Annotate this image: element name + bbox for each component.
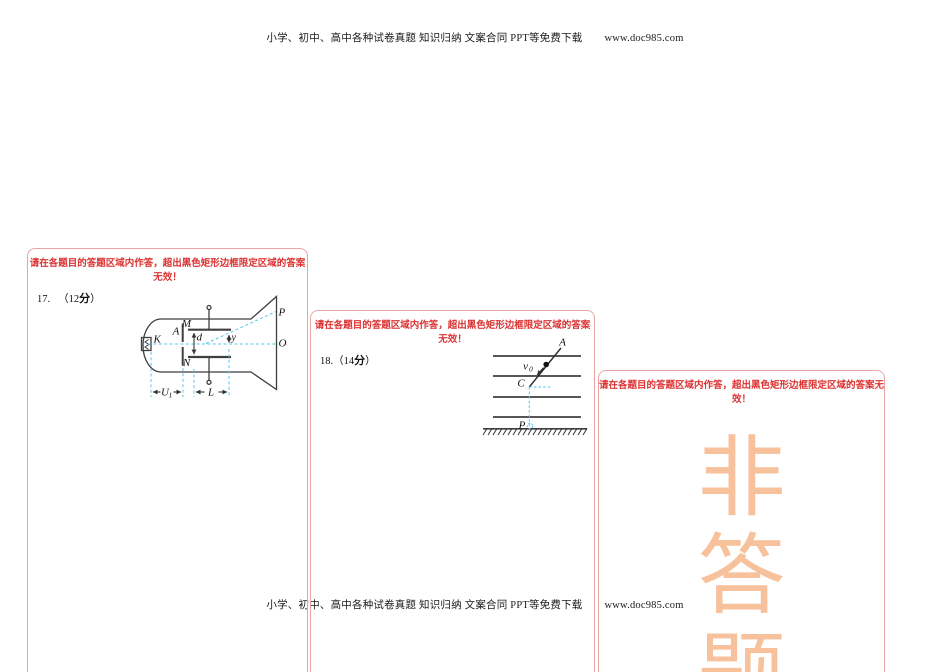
ground-hatching xyxy=(482,428,588,436)
label-N: N xyxy=(182,357,191,369)
question-18-number: 18. xyxy=(320,356,334,367)
label-U-subscript: 1 xyxy=(169,391,173,400)
particle-dot xyxy=(543,361,549,368)
question-18-score-unit: 分 xyxy=(354,355,366,367)
label-K: K xyxy=(153,334,162,346)
question-17-label: 17. （12分） xyxy=(37,290,307,306)
question-18-score-open: （14 xyxy=(333,356,355,367)
label-y: y xyxy=(231,333,237,344)
projectile-field-diagram: A v 0 C P xyxy=(482,337,588,436)
question-17-score-open: （12 xyxy=(58,294,80,305)
answer-area-warning: 请在各题目的答题区域内作答，超出黑色矩形边框限定区域的答案无效！ xyxy=(29,259,306,283)
question-18-score-close: ） xyxy=(365,356,376,367)
watermark-char-1: 非 xyxy=(697,431,786,528)
tube-outline xyxy=(140,295,278,391)
deflected-beam-dashed xyxy=(205,311,277,344)
top-terminal xyxy=(206,304,212,311)
answer-box-q18: 请在各题目的答题区域内作答，超出黑色矩形边框限定区域的答案无效！ 18.（14分… xyxy=(310,310,595,672)
label-P: P xyxy=(278,307,286,319)
dashed-guides xyxy=(148,311,278,397)
label-v: v xyxy=(523,361,528,373)
question-17-number: 17. xyxy=(37,294,51,305)
watermark-char-3: 题 xyxy=(599,627,884,672)
field-layer-lines xyxy=(483,355,587,430)
non-answer-watermark: 非 答 题 xyxy=(599,431,884,672)
header-site-text: 小学、初中、高中各种试卷真题 知识归纳 文案合同 PPT等免费下载 xyxy=(266,33,583,44)
label-d: d xyxy=(197,332,203,344)
answer-box-extra: 请在各题目的答题区域内作答，超出黑色矩形边框限定区域的答案无效！ 非 答 题 xyxy=(598,370,885,672)
label-O: O xyxy=(279,338,287,350)
watermark-char-2: 答 xyxy=(697,529,786,626)
label-v-subscript: 0 xyxy=(529,365,533,374)
footer-site-text: 小学、初中、高中各种试卷真题 知识归纳 文案合同 PPT等免费下载 xyxy=(266,600,583,611)
label-L: L xyxy=(207,387,214,399)
crt-tube-diagram: K A M N d y P O U 1 L xyxy=(140,295,287,400)
question-18-label: 18.（14分） xyxy=(320,352,594,368)
label-U: U xyxy=(161,387,170,399)
header-site-url: www.doc985.com xyxy=(604,33,684,44)
footer-watermark: 小学、初中、高中各种试卷真题 知识归纳 文案合同 PPT等免费下载 www.doc… xyxy=(0,597,950,612)
answer-box-q17: 请在各题目的答题区域内作答，超出黑色矩形边框限定区域的答案无效！ 17. （12分… xyxy=(27,248,308,672)
question-17-score-unit: 分 xyxy=(79,293,91,305)
landing-point-circle xyxy=(526,422,534,430)
dimension-arrows xyxy=(152,332,232,395)
bottom-terminal xyxy=(206,379,212,385)
label-A: A xyxy=(172,326,180,338)
label-P: P xyxy=(518,420,526,432)
header-watermark: 小学、初中、高中各种试卷真题 知识归纳 文案合同 PPT等免费下载 www.doc… xyxy=(0,30,950,45)
answer-area-warning: 请在各题目的答题区域内作答，超出黑色矩形边框限定区域的答案无效！ xyxy=(599,381,885,405)
question-17-score-close: ） xyxy=(90,294,101,305)
incline-line xyxy=(528,347,562,388)
label-A: A xyxy=(558,337,566,349)
label-C: C xyxy=(517,378,525,390)
trajectory-dashed-guides xyxy=(528,386,551,427)
answer-area-warning: 请在各题目的答题区域内作答，超出黑色矩形边框限定区域的答案无效！ xyxy=(314,321,591,345)
footer-site-url: www.doc985.com xyxy=(604,600,684,611)
v0-velocity-arrow xyxy=(536,367,545,376)
label-M: M xyxy=(181,318,192,330)
